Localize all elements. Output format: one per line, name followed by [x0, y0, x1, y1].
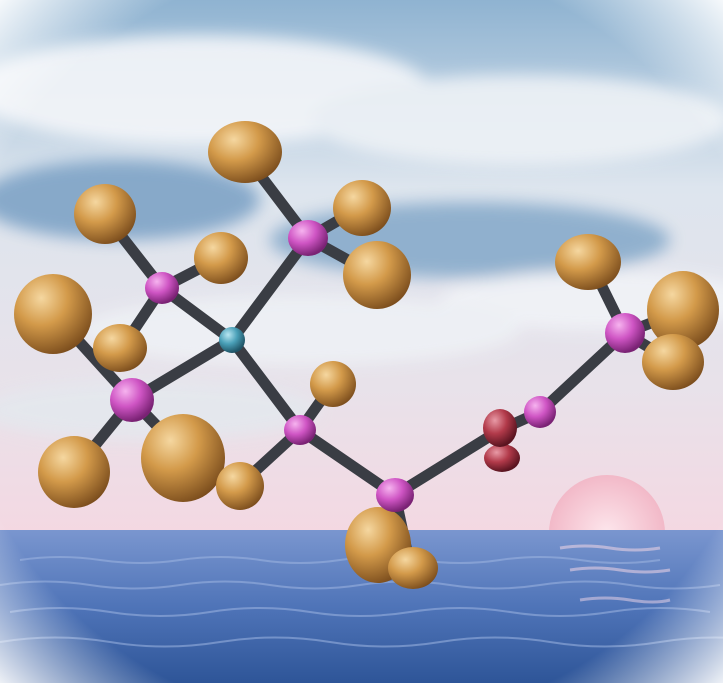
vignette	[0, 0, 723, 683]
molecule-scene	[0, 0, 723, 683]
